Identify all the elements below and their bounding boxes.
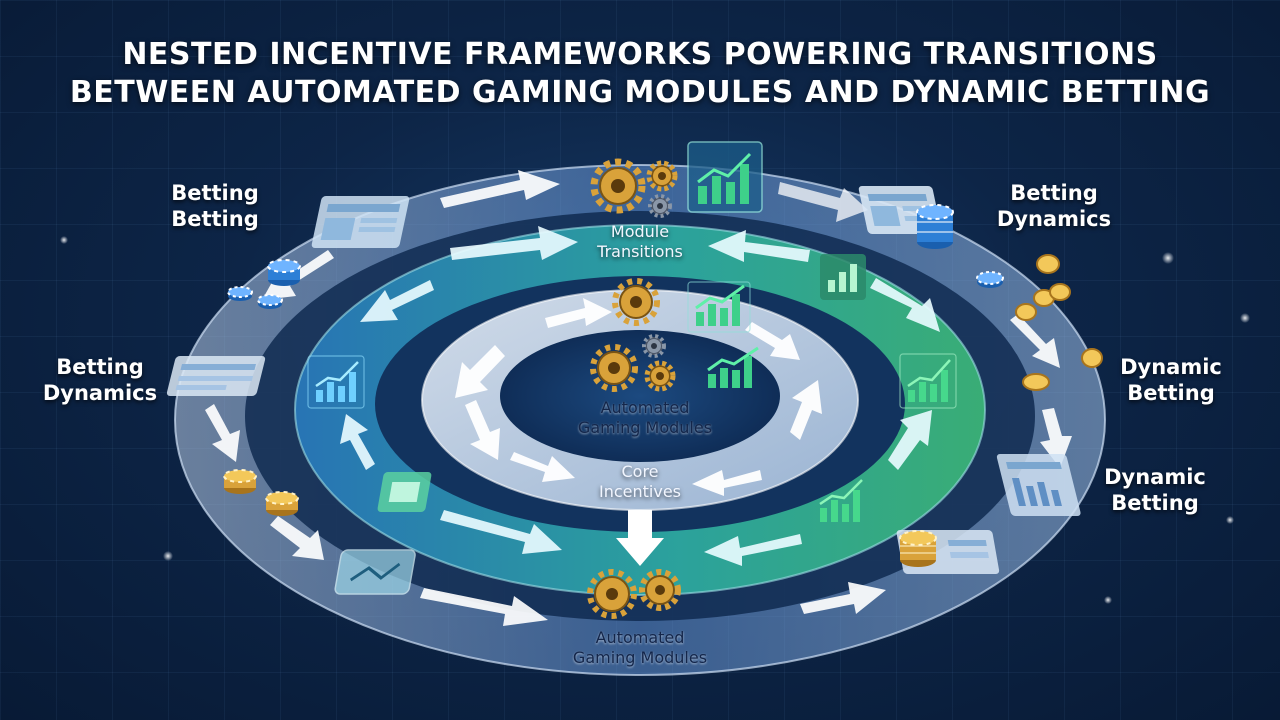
label-inner-modules: Automated Gaming Modules — [560, 398, 730, 438]
arrow-icon — [778, 182, 868, 222]
arrow-icon — [340, 414, 375, 470]
arrow-icon — [870, 278, 940, 332]
gear-icon — [648, 194, 672, 218]
bar-chart-icon — [687, 141, 763, 213]
bar-chart-icon — [307, 355, 365, 409]
arrow-icon — [745, 322, 800, 360]
title-line-2: BETWEEN AUTOMATED GAMING MODULES AND DYN… — [69, 75, 1211, 110]
label-line: Dynamic — [1104, 465, 1206, 489]
label-line: Betting — [171, 181, 259, 205]
arrow-icon — [1040, 408, 1072, 468]
bar-chart-icon — [819, 479, 863, 522]
page-title: NESTED INCENTIVE FRAMEWORKS POWERING TRA… — [0, 36, 1280, 112]
arrow-icon — [704, 534, 802, 566]
label-line: Dynamics — [42, 381, 158, 405]
arrow-icon — [360, 280, 434, 322]
arrow-icon — [510, 452, 575, 482]
dashboard-card-icon — [166, 356, 266, 396]
label-line: Betting — [1127, 381, 1215, 405]
label-line: Betting — [1111, 491, 1199, 515]
arrow-icon — [465, 400, 500, 460]
middle-ring-arrows — [340, 226, 940, 566]
outer-ring-arrows — [205, 170, 1072, 626]
arrow-icon — [545, 298, 612, 328]
label-line: Incentives — [598, 482, 681, 501]
label-module-transitions: Module Transitions — [560, 222, 720, 262]
label-line: Betting — [1010, 181, 1098, 205]
bar-chart-icon — [687, 281, 751, 333]
gear-icon — [587, 569, 637, 619]
core-area — [500, 330, 780, 462]
gear-icon — [612, 278, 660, 326]
label-line: Betting — [171, 207, 259, 231]
label-line: Transitions — [597, 242, 683, 261]
arrow-icon — [455, 345, 505, 398]
label-core-incentives: Core Incentives — [570, 462, 710, 502]
gear-icon — [644, 360, 676, 392]
dashboard-card-icon — [311, 196, 410, 248]
label-low-right: Dynamic Betting — [1096, 464, 1214, 516]
poker-chip-icon — [227, 204, 1004, 309]
label-bottom-modules: Automated Gaming Modules — [550, 628, 730, 668]
label-mid-left: Betting Dynamics — [38, 354, 162, 406]
bar-chart-icon — [820, 254, 866, 300]
label-line: Betting — [56, 355, 144, 379]
gear-icon — [639, 569, 681, 611]
arrow-icon — [440, 170, 560, 208]
gear-icon — [646, 160, 678, 192]
label-mid-right: Dynamic Betting — [1112, 354, 1230, 406]
gear-icon — [642, 334, 666, 358]
arrow-icon — [800, 582, 886, 614]
arrow-icon — [205, 404, 240, 462]
arrow-icon — [708, 230, 810, 262]
arrow-icon — [270, 516, 324, 560]
inner-ring-arrows — [455, 298, 822, 496]
label-top-right: Betting Dynamics — [992, 180, 1116, 232]
arrow-icon — [888, 410, 932, 470]
arrow-icon — [420, 588, 548, 626]
arrow-icon — [450, 226, 578, 260]
arrow-icon — [692, 470, 762, 496]
label-line: Dynamics — [996, 207, 1112, 231]
arrow-icon — [616, 510, 664, 566]
label-line: Module — [610, 222, 670, 241]
dashboard-card-icon — [377, 472, 432, 512]
label-line: Automated — [595, 628, 685, 647]
dashboard-card-icon — [996, 454, 1081, 516]
label-line: Core — [621, 462, 659, 481]
gear-icon — [590, 158, 646, 214]
label-line: Gaming Modules — [577, 418, 713, 437]
dashboard-card-icon — [334, 549, 416, 595]
arrow-icon — [790, 380, 822, 440]
bar-chart-icon — [707, 346, 759, 388]
bar-chart-icon — [899, 353, 957, 409]
gold-coin-icon — [223, 254, 1103, 567]
label-top-left: Betting Betting — [160, 180, 270, 232]
sparkles — [60, 236, 1250, 604]
title-line-1: NESTED INCENTIVE FRAMEWORKS POWERING TRA… — [122, 37, 1158, 72]
arrow-icon — [1010, 314, 1060, 368]
gear-icon — [590, 344, 638, 392]
label-line: Gaming Modules — [572, 648, 708, 667]
arrow-icon — [440, 510, 562, 554]
label-line: Automated — [600, 398, 690, 417]
label-line: Dynamic — [1120, 355, 1222, 379]
